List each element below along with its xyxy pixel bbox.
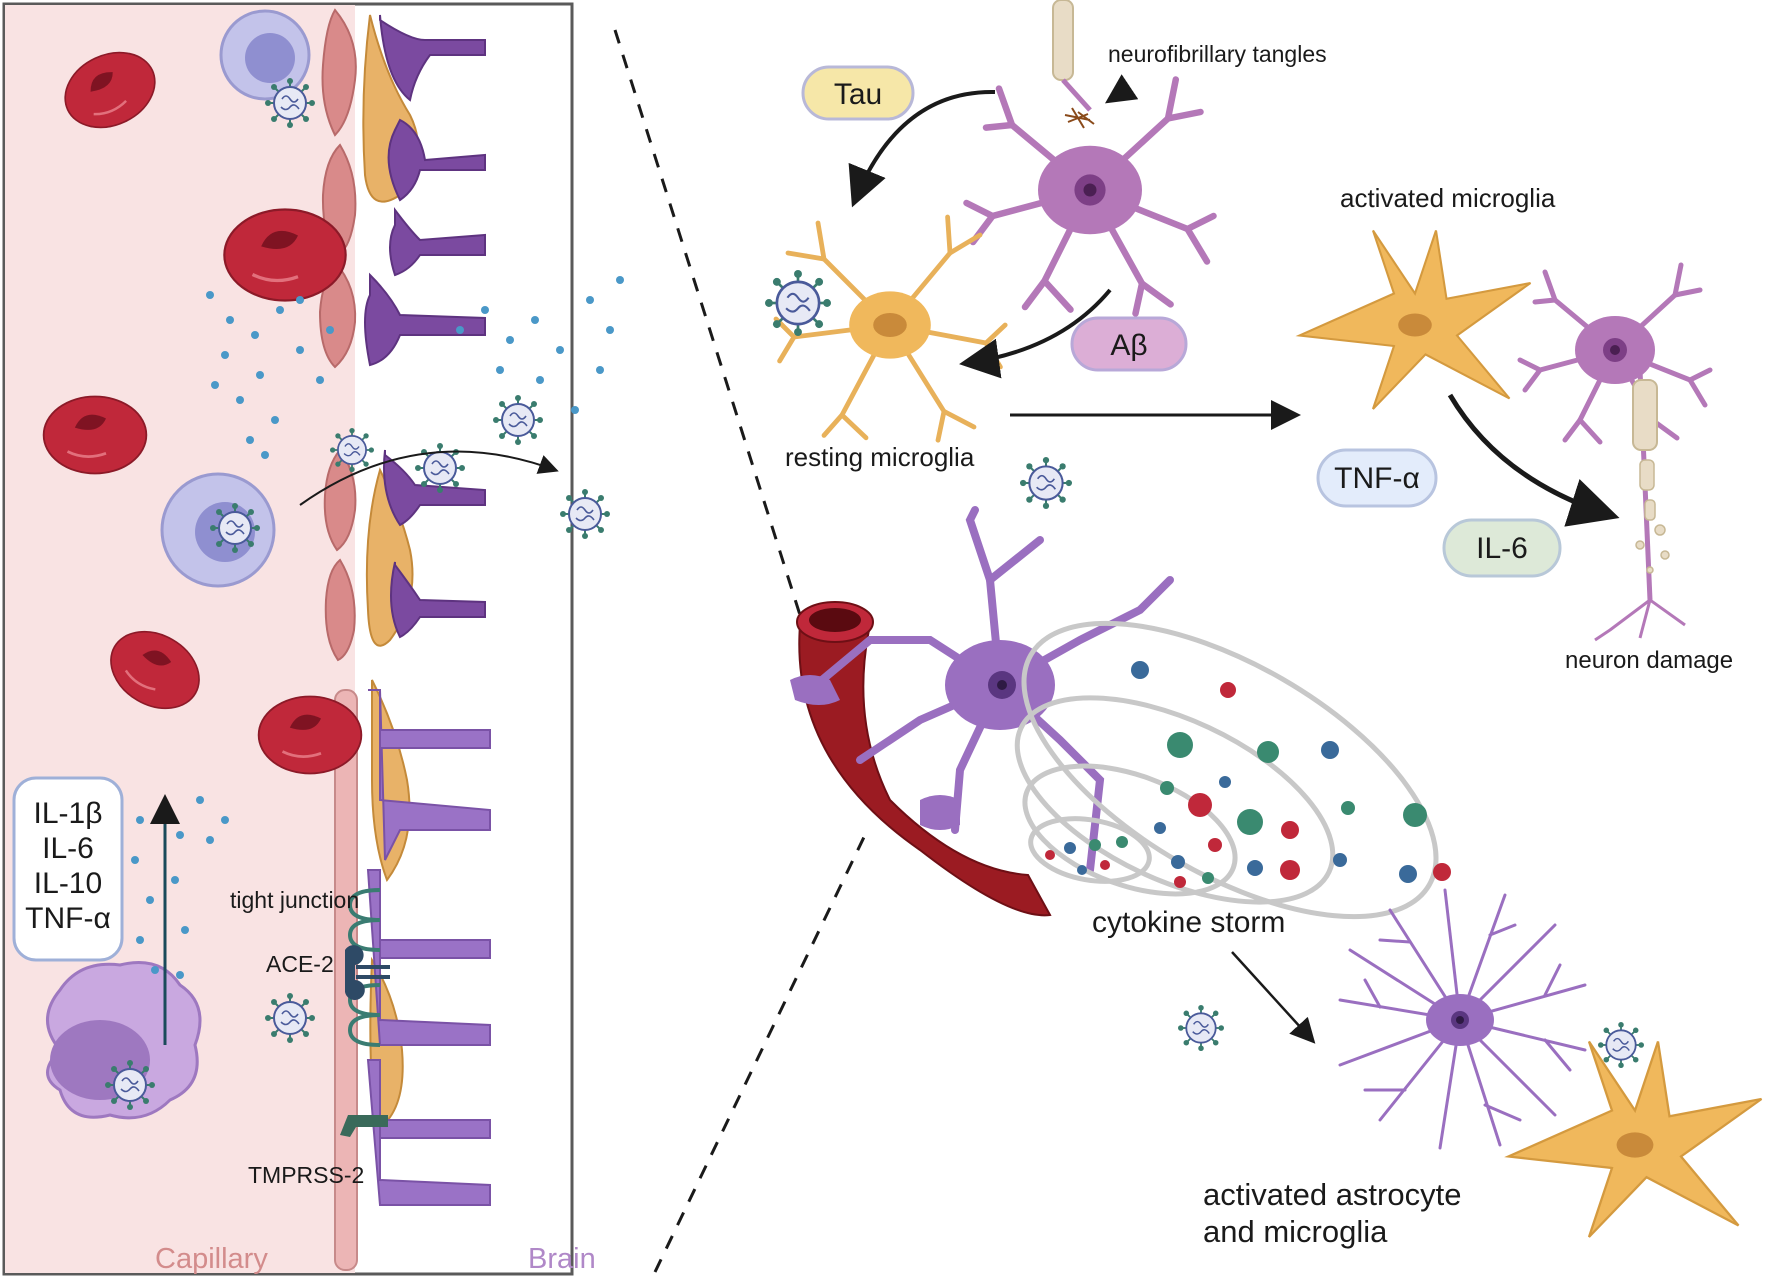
tmprss2-protein (340, 1115, 388, 1137)
tight-junction-label: tight junction (230, 887, 359, 913)
zoom-line-top (613, 29, 802, 616)
virus-icon (765, 270, 831, 336)
tnfa-pill: TNF-α (1316, 448, 1438, 508)
cytokine-il6: IL-6 (42, 832, 94, 865)
activated-microglia-bottom (1507, 1040, 1763, 1239)
right-panel: Tau neurofibrillary tangles Aβ resting m… (765, 0, 1763, 1249)
cytokine-il1b: IL-1β (34, 797, 103, 830)
red-blood-cell (256, 694, 364, 776)
red-blood-cell (42, 394, 149, 476)
il6-pill: IL-6 (1442, 518, 1562, 578)
activated-microglia (1298, 229, 1532, 411)
damage-arrow (1447, 393, 1620, 527)
resting-microglia-label: resting microglia (785, 442, 975, 472)
tmprss2-label: TMPRSS-2 (248, 1162, 364, 1188)
virus-icon (265, 993, 315, 1043)
blood-vessel (796, 601, 1052, 917)
cytokine-tnfa: TNF-α (25, 902, 111, 935)
svg-text:Tau: Tau (834, 78, 882, 111)
activated-astrocyte-label-1: activated astrocyte (1203, 1177, 1461, 1212)
ace2-label: ACE-2 (266, 951, 334, 977)
virus-icon (330, 428, 374, 472)
virus-icon (265, 78, 315, 128)
virus-icon (560, 489, 610, 539)
virus-icon (1178, 1005, 1224, 1051)
capillary-label: Capillary (155, 1243, 268, 1275)
virus-icon (493, 395, 543, 445)
cytokine-particles (131, 276, 624, 979)
tau-pill: Tau (801, 65, 915, 121)
svg-text:Aβ: Aβ (1110, 329, 1147, 362)
activated-astrocyte (1338, 888, 1587, 1150)
neuron-with-tangles (967, 0, 1214, 314)
cytokine-il10: IL-10 (34, 867, 102, 900)
brain-label: Brain (528, 1243, 596, 1275)
cytokine-box: IL-1β IL-6 IL-10 TNF-α (12, 776, 124, 962)
cytokine-storm-label: cytokine storm (1092, 906, 1285, 939)
abeta-arrow (959, 288, 1112, 379)
left-panel: IL-1β IL-6 IL-10 TNF-α tight junction AC… (2, 2, 624, 1276)
ace2-receptor (345, 945, 390, 1000)
neurofibrillary-tangles-label: neurofibrillary tangles (1108, 41, 1327, 67)
astrocyte-endfeet (364, 14, 486, 639)
svg-text:IL-6: IL-6 (1476, 532, 1528, 565)
tangles-pointer (1105, 74, 1139, 104)
svg-text:TNF-α: TNF-α (1334, 462, 1420, 495)
virus-icon (105, 1060, 155, 1110)
zoom-line-bottom (653, 834, 867, 1273)
neuron-damage-label: neuron damage (1565, 647, 1733, 674)
tau-arrow (848, 89, 996, 208)
virus-icon (1598, 1022, 1644, 1068)
virus-icon (210, 503, 260, 553)
resting-microglia (776, 217, 1005, 440)
damaged-neuron (1520, 265, 1710, 642)
astrocyte-endfeet-lower (366, 689, 491, 1206)
abeta-pill: Aβ (1070, 316, 1188, 372)
activated-microglia-label: activated microglia (1340, 183, 1556, 213)
storm-to-astrocyte-arrow (1231, 951, 1316, 1044)
red-blood-cell (222, 207, 348, 303)
migration-arrow (299, 450, 559, 506)
lymphocyte (219, 9, 311, 101)
cytokine-storm-particles (1045, 661, 1451, 888)
virus-icon (1020, 457, 1072, 509)
activated-astrocyte-label-2: and microglia (1203, 1214, 1388, 1249)
